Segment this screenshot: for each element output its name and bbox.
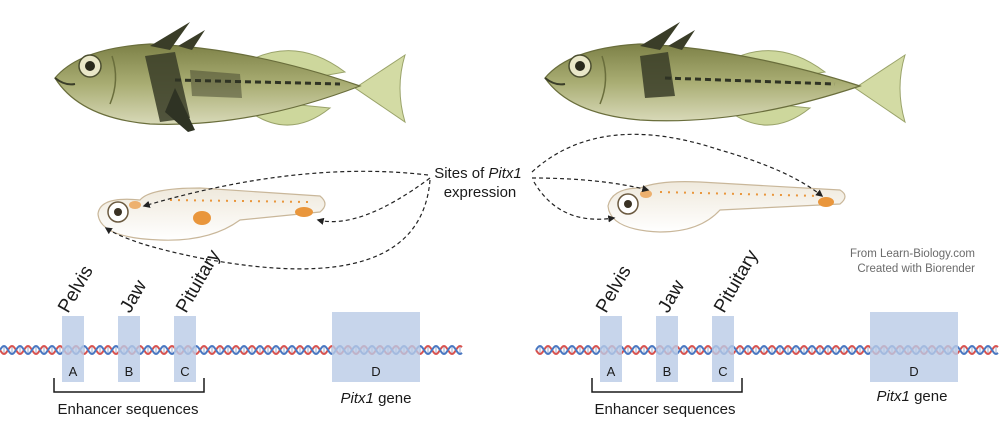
box-label-d: D — [371, 364, 380, 379]
enhancer-box-b — [118, 316, 140, 382]
gene-box-d — [870, 312, 958, 382]
label-line2: expression — [444, 184, 517, 201]
pitx1-expression-label: Sites of Pitx1 expression — [434, 165, 522, 201]
gene-label: Pitx1 gene — [877, 388, 948, 405]
box-label-a: A — [607, 364, 616, 379]
expression-spot-pelvis — [193, 211, 211, 225]
adult-fish-right — [544, 22, 906, 126]
gene-box-d — [332, 312, 420, 382]
label-gene: Pitx1 — [488, 165, 521, 182]
expression-spot-tail — [818, 197, 834, 207]
rotated-label-pelvis: Pelvis — [54, 262, 98, 316]
expression-spot-pituitary — [640, 190, 652, 198]
box-label-b: B — [125, 364, 134, 379]
expression-spot-tail — [295, 207, 313, 217]
svg-text:Sites of Pitx1: Sites of Pitx1 — [434, 165, 522, 182]
expression-arrows — [104, 133, 824, 270]
box-label-c: C — [180, 364, 189, 379]
credit-line2: Created with Biorender — [857, 263, 975, 275]
adult-fish-left — [54, 22, 406, 132]
rotated-label-pituitary: Pituitary — [710, 246, 763, 316]
enhancer-box-b — [656, 316, 678, 382]
gene-label: Pitx1 gene — [341, 390, 412, 407]
enhancer-label: Enhancer sequences — [58, 401, 199, 418]
enhancer-box-a — [600, 316, 622, 382]
gene-diagram-left: A B C D Pelvis Jaw Pituitary Enhancer se… — [53, 246, 420, 418]
label-prefix: Sites of — [434, 165, 488, 182]
enhancer-box-c — [712, 316, 734, 382]
enhancer-bracket — [53, 378, 205, 393]
box-label-b: B — [663, 364, 672, 379]
rotated-label-jaw: Jaw — [116, 276, 151, 316]
box-label-a: A — [69, 364, 78, 379]
expression-spot-pituitary — [129, 201, 141, 209]
enhancer-bracket — [591, 378, 743, 393]
enhancer-label: Enhancer sequences — [595, 401, 736, 418]
box-label-d: D — [909, 364, 918, 379]
credit-line1: From Learn-Biology.com — [850, 248, 975, 260]
enhancer-box-c — [174, 316, 196, 382]
box-label-c: C — [718, 364, 727, 379]
larva-left — [97, 187, 326, 241]
rotated-label-pituitary: Pituitary — [172, 246, 225, 316]
enhancer-box-a — [62, 316, 84, 382]
rotated-label-pelvis: Pelvis — [592, 262, 636, 316]
rotated-label-jaw: Jaw — [654, 276, 689, 316]
credit: From Learn-Biology.com Created with Bior… — [850, 248, 975, 275]
